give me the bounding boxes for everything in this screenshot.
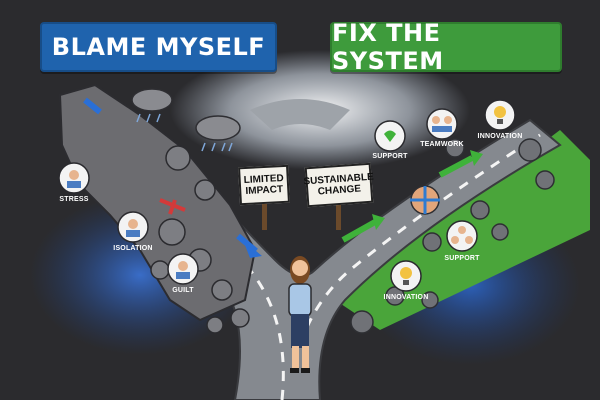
guilt-icon-circle [167,253,199,285]
sustainable-change-sign: SUSTAINABLE CHANGE [303,162,374,208]
green-arrow-1 [341,219,377,243]
teamwork-label: TEAMWORK [420,141,464,148]
road-centerline-right [298,133,541,346]
teamwork-icon-circle [426,108,458,140]
boulders [150,145,250,334]
rain-cloud-right [195,115,241,152]
green-arrow-2 [438,155,474,178]
joined-hands-icon [410,185,440,215]
green-arrow-2-head [470,150,483,166]
support-label-bottom: SUPPORT [444,255,480,262]
rain-cloud-left [131,88,173,123]
innovation-label-bottom: INNOVATION [383,294,429,301]
green-arrow-1-head [372,214,385,230]
gears [350,138,555,334]
fix-the-system-banner: FIX THE SYSTEM [330,19,562,75]
support-icon-circle-top [374,120,406,152]
stress-label: STRESS [59,196,89,203]
innovation-icon-circle-bottom [390,260,422,292]
support-label-top: SUPPORT [372,153,408,160]
blame-myself-banner: BLAME MYSELF [40,22,277,72]
broken-arrow-icon [159,198,186,215]
stress-icon-circle [58,162,90,194]
left-signpost [262,200,267,230]
innovation-label-top: INNOVATION [477,133,523,140]
isolation-icon-circle [117,211,149,243]
woman-figure [288,256,312,373]
right-signpost [336,200,341,230]
support-icon-circle-bottom [446,220,478,252]
distant-road [250,99,350,130]
isolation-label: ISOLATION [113,245,153,252]
limited-impact-sign: LIMITED IMPACT [238,164,290,206]
guilt-label: GUILT [172,287,194,294]
down-arrow-bottom-shaft [236,233,258,254]
down-arrow-top [83,97,102,115]
innovation-icon-circle-top [484,99,516,131]
